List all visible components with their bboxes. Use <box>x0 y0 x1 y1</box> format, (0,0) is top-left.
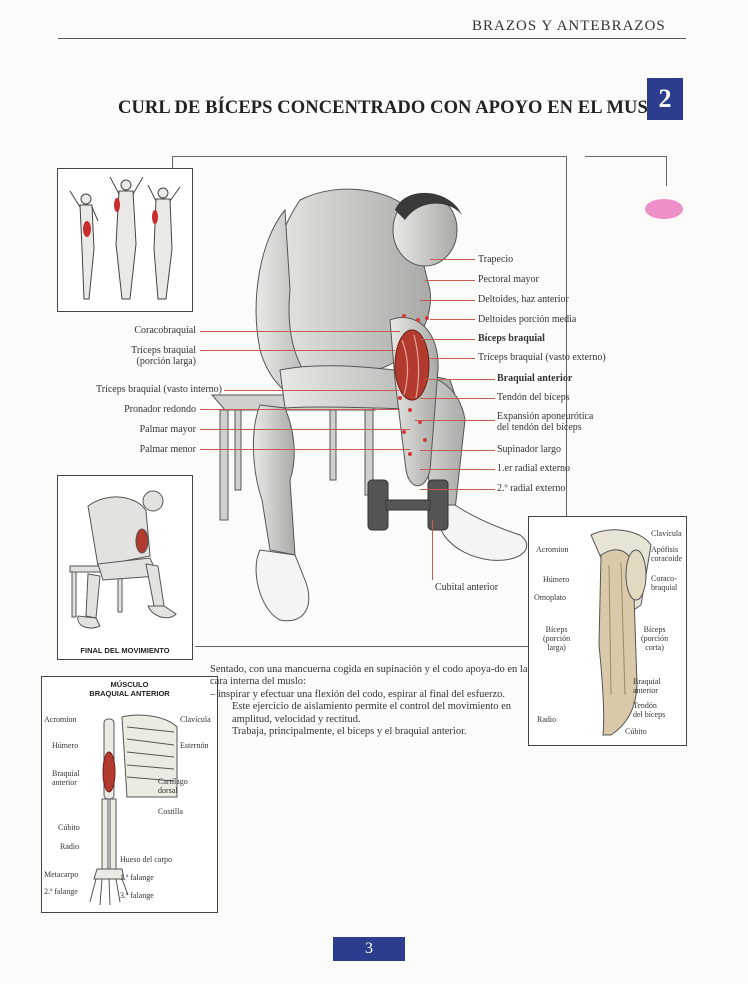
inset-label-clavicula: Clavícula <box>651 529 682 538</box>
leader-line <box>430 259 475 260</box>
label-primer-radial-externo: 1.er radial externo <box>497 463 571 474</box>
rule <box>585 156 667 157</box>
inset-label-costilla: Costilla <box>158 807 183 816</box>
leader-line <box>430 319 475 320</box>
inset-label-coracobraquial: Coraco- braquial <box>651 574 678 592</box>
label-palmar-mayor: Palmar mayor <box>139 424 196 435</box>
inset-label-braquial-anterior: Braquial anterior <box>52 769 80 787</box>
inset-label-esternon: Esternón <box>180 741 209 750</box>
frame-line <box>566 156 567 646</box>
label-trapecio: Trapecio <box>478 254 514 265</box>
muscle-map-inset <box>57 168 193 312</box>
final-movement-caption: FINAL DEL MOVIMIENTO <box>80 646 170 655</box>
inset-label-cubito: Cúbito <box>58 823 80 832</box>
inset-label-omoplato: Omoplato <box>534 593 566 602</box>
leader-line <box>200 350 395 351</box>
leader-line <box>420 339 475 340</box>
leader-line <box>420 300 475 301</box>
frame-line <box>172 156 567 157</box>
label-pectoral-mayor: Pectoral mayor <box>478 274 539 285</box>
label-triceps-porcion-larga: Tríceps braquial (porción larga) <box>131 345 196 367</box>
inset-label-radio: Radio <box>537 715 557 724</box>
leader-line <box>200 331 400 332</box>
label-tendon-del-biceps: Tendón del bíceps <box>497 392 570 403</box>
leader-line <box>420 450 495 451</box>
leader-line <box>200 429 410 430</box>
description-intro: Sentado, con una mancuerna cogida en sup… <box>210 664 528 688</box>
label-palmar-menor: Palmar menor <box>139 444 196 455</box>
inset-label-tendon-del-biceps: Tendón del bíceps <box>633 701 666 719</box>
label-supinador-largo: Supinador largo <box>497 444 561 455</box>
label-cubital-anterior: Cubital anterior <box>435 582 499 593</box>
body-figures-illustration <box>69 176 181 300</box>
inset-label-cartilago-dorsal: Cartílago dorsal <box>158 777 188 795</box>
inset-label-clavicula: Clavícula <box>180 715 211 724</box>
frame-line <box>172 156 173 168</box>
braquial-anterior-inset: MÚSCULO BRAQUIAL ANTERIOR Acromion Húmer… <box>41 676 218 913</box>
leader-line <box>415 420 495 421</box>
final-movement-inset: FINAL DEL MOVIMIENTO <box>57 475 193 660</box>
leader-line <box>420 489 495 490</box>
section-header: BRAZOS Y ANTEBRAZOS <box>472 18 666 34</box>
label-braquial-anterior: Braquial anterior <box>497 373 573 384</box>
leader-line <box>420 398 495 399</box>
label-expansion-aponeurotica: Expansión aponeurótica del tendón del bí… <box>497 411 594 433</box>
inset-label-humero: Húmero <box>543 575 570 584</box>
inset-label-apofisis-coracoide: Apófisis coracoide <box>651 545 683 563</box>
leader-line <box>425 280 475 281</box>
inset-title-line1: MÚSCULO <box>110 680 149 689</box>
biceps-anatomy-illustration <box>590 529 652 736</box>
inset-label-hueso-del-carpo: Hueso del carpo <box>120 855 172 864</box>
description-paragraph-1: Este ejercicio de aislamiento permite el… <box>232 701 512 725</box>
description-paragraph-2: Trabaja, principalmente, el bíceps y el … <box>232 726 467 738</box>
leader-line <box>425 379 495 380</box>
inset-label-biceps-corta: Bíceps (porción corta) <box>641 625 669 652</box>
leader-line <box>430 358 475 359</box>
section-marker <box>645 199 683 219</box>
label-deltoides-haz-anterior: Deltoides, haz anterior <box>478 294 569 305</box>
inset-label-segunda-falange: 2.ª falange <box>44 887 78 896</box>
inset-label-tercera-falange: 3.ª falange <box>120 891 154 900</box>
frame-line <box>195 646 567 647</box>
inset-label-radio: Radio <box>60 842 80 851</box>
inset-label-metacarpo: Metacarpo <box>44 870 79 879</box>
inset-label-braquial-anterior: Braquial anterior <box>633 677 661 695</box>
leader-line <box>200 449 410 450</box>
description-bullet: – inspirar y efectuar una flexión del co… <box>210 688 506 700</box>
leader-line <box>200 409 400 410</box>
inset-label-acromion: Acromion <box>44 715 77 724</box>
inset-label-humero: Húmero <box>52 741 79 750</box>
inset-label-acromion: Acromion <box>536 545 569 554</box>
inset-label-primera-falange: 1.ª falange <box>120 873 154 882</box>
arm-skeleton-illustration <box>89 714 178 906</box>
label-triceps-vasto-interno: Tríceps braquial (vasto interno) <box>96 384 222 395</box>
chapter-badge: 2 <box>647 78 683 120</box>
page-number: 3 <box>333 937 405 961</box>
final-movement-illustration <box>69 490 177 629</box>
main-exercise-illustration <box>210 188 528 622</box>
label-triceps-vasto-externo: Tríceps braquial (vasto externo) <box>478 352 606 363</box>
label-segundo-radial-externo: 2.º radial externo <box>497 483 566 494</box>
leader-line <box>432 520 433 580</box>
header-rule <box>58 38 686 39</box>
inset-title-line2: BRAQUIAL ANTERIOR <box>89 689 170 698</box>
leader-line <box>224 390 399 391</box>
label-coracobraquial: Coracobraquial <box>134 325 196 336</box>
inset-label-cubito: Cúbito <box>625 727 647 736</box>
exercise-description: Sentado, con una mancuerna cogida en sup… <box>210 664 540 738</box>
label-biceps-braquial: Bíceps braquial <box>478 333 545 344</box>
leader-line <box>420 469 495 470</box>
page-title: CURL DE BÍCEPS CONCENTRADO CON APOYO EN … <box>118 98 675 118</box>
label-deltoides-porcion-media: Deltoides porción media <box>478 314 577 325</box>
label-pronador-redondo: Pronador redondo <box>124 404 196 415</box>
rule <box>666 156 667 186</box>
inset-label-biceps-larga: Bíceps (porción larga) <box>543 625 571 652</box>
biceps-anatomy-inset: Acromion Húmero Omoplato Bíceps (porción… <box>528 516 687 746</box>
